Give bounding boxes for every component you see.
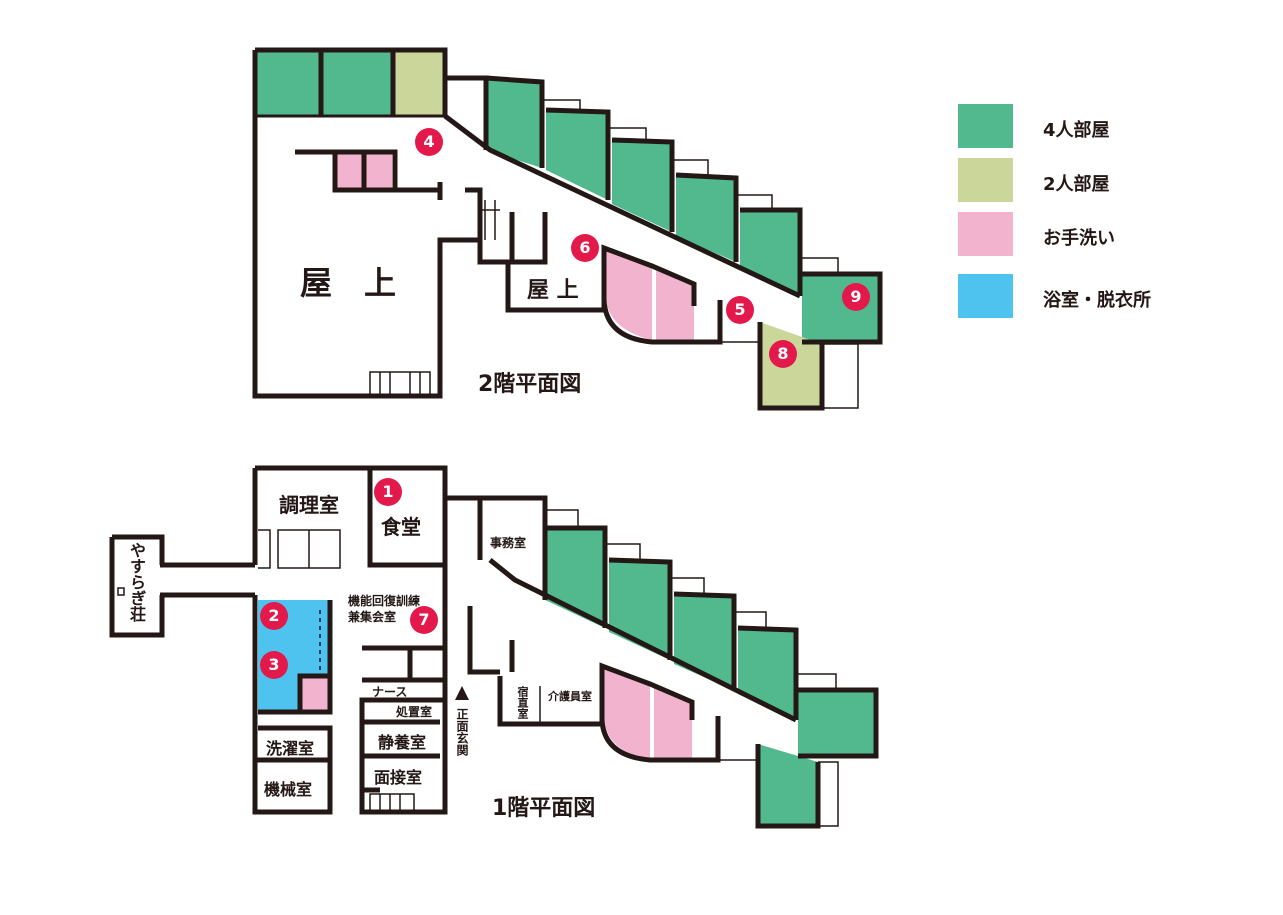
office-label: 事務室 bbox=[490, 536, 527, 550]
marker-3[interactable]: 3 bbox=[260, 651, 288, 679]
marker-2[interactable]: 2 bbox=[260, 602, 288, 630]
legend-swatch bbox=[958, 104, 1013, 148]
room-4person[interactable] bbox=[676, 175, 736, 262]
restroom bbox=[335, 152, 363, 188]
rehab-label-line1: 機能回復訓練 bbox=[348, 594, 421, 608]
room-4person[interactable] bbox=[612, 140, 672, 232]
legend-label: 浴室・脱衣所 bbox=[1043, 290, 1151, 311]
rooftop-main-label: 屋 上 bbox=[300, 264, 397, 302]
room-4person[interactable] bbox=[546, 110, 608, 200]
marker-4[interactable]: 4 bbox=[415, 128, 443, 156]
room-4person[interactable] bbox=[486, 78, 542, 168]
room-4person[interactable] bbox=[802, 274, 880, 342]
kitchen-label: 調理室 bbox=[279, 493, 339, 517]
floor-2-plan bbox=[252, 47, 883, 411]
legend-swatch bbox=[958, 274, 1013, 318]
restroom bbox=[604, 666, 650, 760]
annex-label: やすらぎ荘 bbox=[127, 542, 146, 622]
room-4person[interactable] bbox=[323, 50, 393, 116]
legend-swatch bbox=[958, 158, 1013, 202]
room-4person[interactable] bbox=[798, 690, 876, 756]
marker-7[interactable]: 7 bbox=[410, 606, 438, 634]
machine-label: 機械室 bbox=[264, 780, 313, 799]
restroom bbox=[606, 248, 652, 340]
restroom bbox=[366, 152, 392, 188]
rehab-label-line2: 兼集会室 bbox=[348, 610, 397, 624]
room-4person[interactable] bbox=[255, 50, 321, 116]
restroom bbox=[656, 268, 694, 340]
floor-1-plan bbox=[109, 465, 879, 829]
room-2person[interactable] bbox=[395, 50, 445, 116]
nurse-label: ナース bbox=[372, 685, 408, 699]
floor2-title: 2階平面図 bbox=[478, 372, 582, 397]
room-4person[interactable] bbox=[758, 744, 818, 826]
marker-8[interactable]: 8 bbox=[769, 340, 797, 368]
marker-5[interactable]: 5 bbox=[726, 296, 754, 324]
marker-1[interactable]: 1 bbox=[374, 478, 402, 506]
caregiver-label: 介護員室 bbox=[548, 690, 592, 703]
restroom bbox=[654, 686, 692, 760]
restroom bbox=[300, 676, 328, 710]
legend-swatch bbox=[958, 212, 1013, 256]
duty-label: 宿直室 bbox=[516, 686, 529, 719]
legend-label: お手洗い bbox=[1043, 228, 1115, 249]
entrance-label: 正面玄関 bbox=[455, 708, 469, 756]
room-4person[interactable] bbox=[738, 628, 796, 718]
floor1-title: 1階平面図 bbox=[492, 796, 596, 821]
dining-label: 食堂 bbox=[381, 515, 421, 539]
rest-room-label: 静養室 bbox=[378, 733, 427, 752]
legend-label: 2人部屋 bbox=[1043, 174, 1110, 195]
legend-label: 4人部屋 bbox=[1043, 120, 1110, 141]
rooftop-small-label: 屋 上 bbox=[527, 278, 579, 303]
entrance-arrow-icon bbox=[455, 686, 469, 700]
marker-9[interactable]: 9 bbox=[842, 283, 870, 311]
treatment-label: 処置室 bbox=[396, 705, 433, 719]
interview-label: 面接室 bbox=[374, 768, 423, 787]
laundry-label: 洗濯室 bbox=[266, 739, 315, 758]
marker-6[interactable]: 6 bbox=[571, 234, 599, 262]
